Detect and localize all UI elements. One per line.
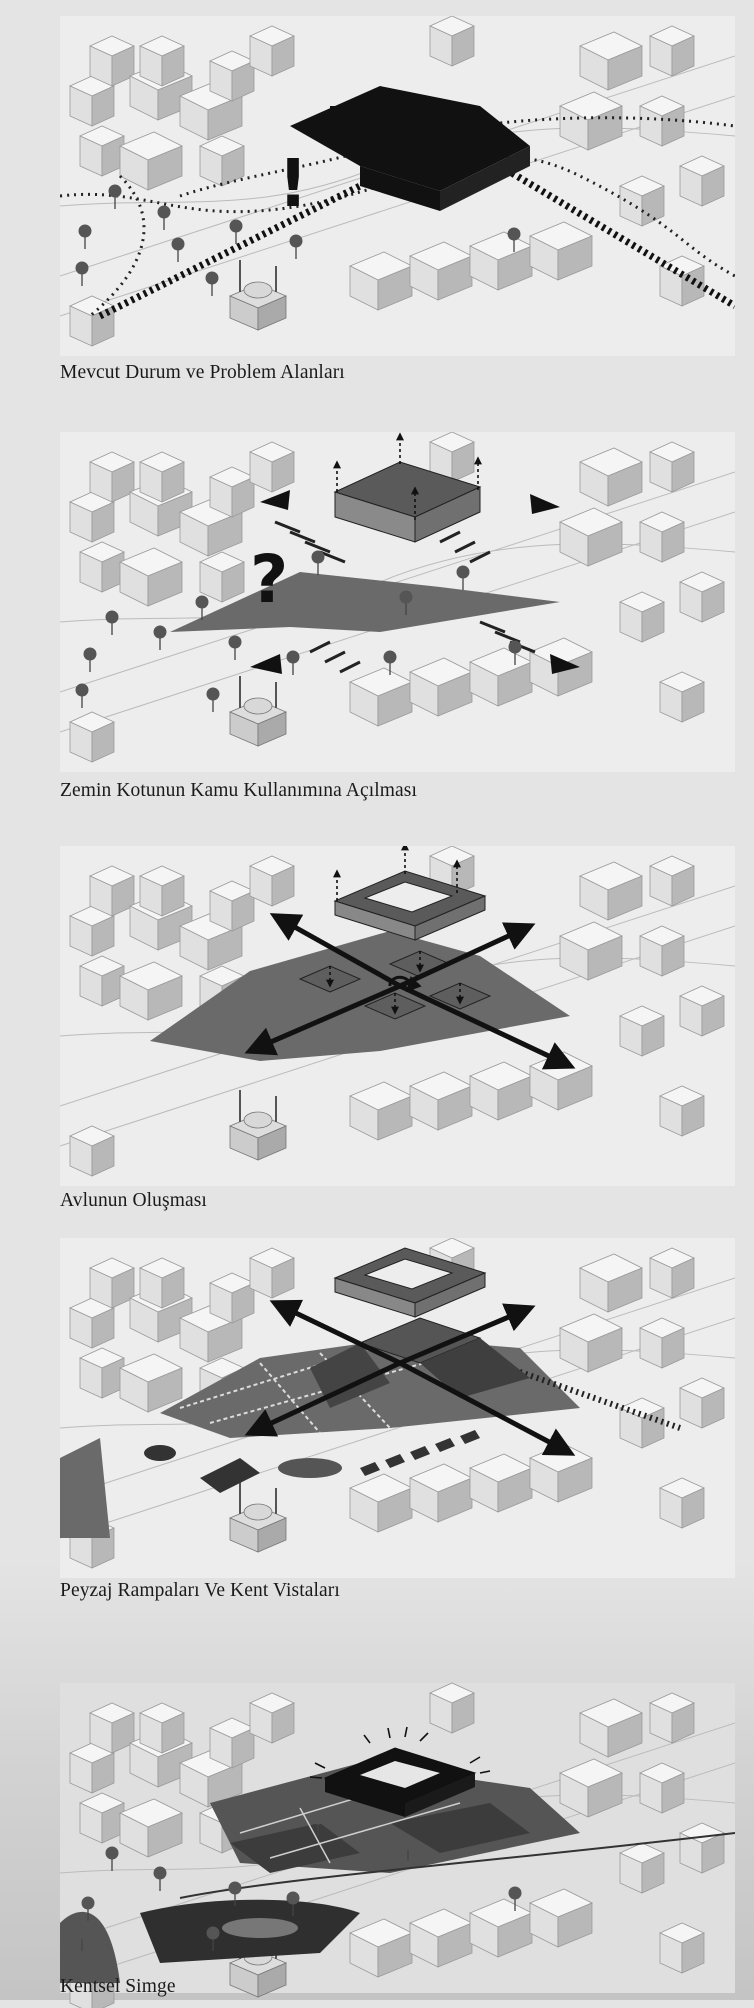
courtyard-ring-mass bbox=[333, 1247, 487, 1318]
question-mark-icon: ? bbox=[250, 541, 288, 618]
diagram-landscape-ramps bbox=[60, 1238, 735, 1578]
caption-courtyard-formation: Avlunun Oluşması bbox=[60, 1190, 207, 1211]
caption-ground-level-public: Zemin Kotunun Kamu Kullanımına Açılması bbox=[60, 780, 418, 801]
caption-urban-landmark: Kentsel Simge bbox=[60, 1976, 176, 1997]
caption-existing-condition: Mevcut Durum ve Problem Alanları bbox=[60, 362, 345, 383]
diagram-ground-level-public: ? bbox=[60, 432, 735, 772]
caption-landscape-ramps: Peyzaj Rampaları Ve Kent Vistaları bbox=[60, 1580, 340, 1601]
landmark-ring-mass bbox=[323, 1747, 477, 1817]
lifted-building-mass bbox=[333, 461, 482, 543]
existing-building-mass bbox=[290, 86, 530, 211]
diagram-urban-landmark bbox=[60, 1668, 735, 2008]
public-plaza-area bbox=[170, 572, 560, 632]
courtyard-ring-mass bbox=[333, 870, 487, 941]
problem-exclamation-icon: ! bbox=[278, 145, 308, 222]
diagram-courtyard-formation bbox=[60, 846, 735, 1186]
diagram-existing-condition: ! bbox=[60, 16, 735, 356]
